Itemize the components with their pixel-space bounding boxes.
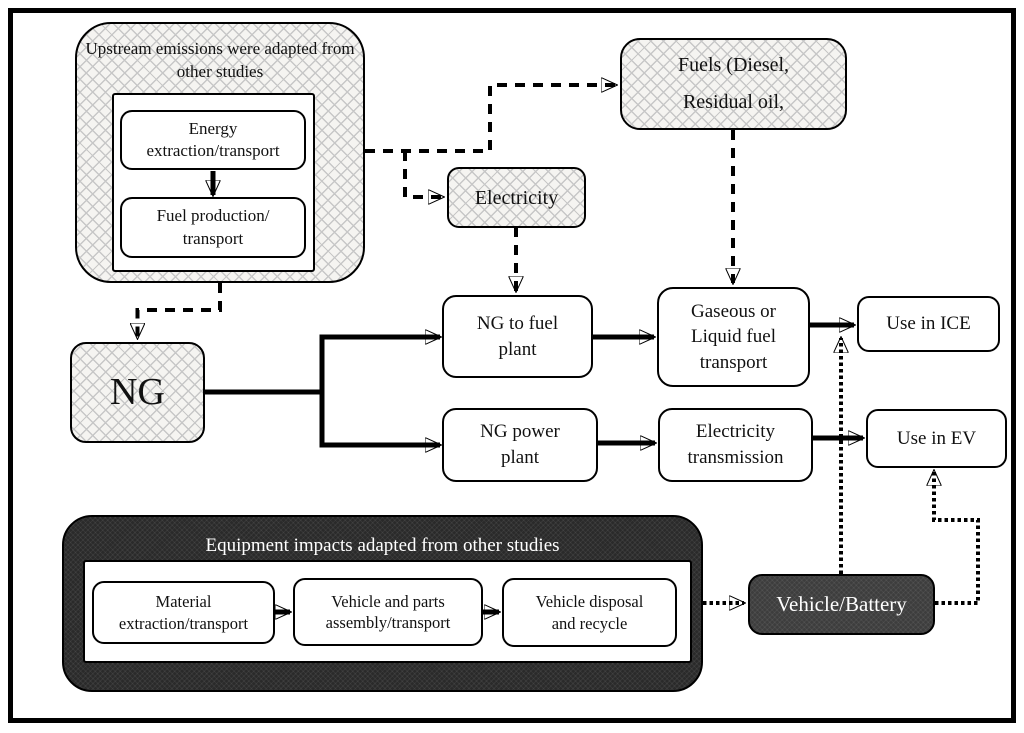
node-label: Electricity	[474, 186, 559, 209]
node-label: Liquid fuel	[691, 326, 776, 348]
node-label: transport	[699, 351, 768, 373]
node-label: Energy	[188, 118, 238, 138]
node-label: plant	[498, 338, 537, 360]
node-energy-extraction: Energy extraction/transport	[120, 110, 306, 170]
node-label: Fuel production/	[156, 206, 270, 226]
node-label: and recycle	[551, 613, 628, 633]
node-label: extraction/transport	[146, 141, 280, 160]
equipment-group-title-text: Equipment impacts adapted from other stu…	[205, 535, 560, 556]
node-label: NG	[110, 370, 165, 413]
node-label: NG to fuel	[476, 312, 559, 334]
node-label: Electricity	[695, 421, 776, 443]
node-label: transmission	[687, 447, 784, 468]
node-vehicle-parts-assembly: Vehicle and parts assembly/transport	[293, 578, 483, 646]
node-use-in-ice: Use in ICE	[857, 296, 1000, 352]
node-gaseous-liquid-fuel-transport: Gaseous or Liquid fuel transport	[657, 287, 810, 387]
node-vehicle-battery: Vehicle/Battery	[748, 574, 935, 635]
equipment-group-title: Equipment impacts adapted from other stu…	[62, 533, 703, 559]
node-electricity-transmission: Electricity transmission	[658, 408, 813, 482]
node-label: Use in ICE	[886, 313, 971, 335]
upstream-group-title: Upstream emissions were adapted from oth…	[75, 38, 365, 84]
node-label: Vehicle/Battery	[776, 591, 907, 616]
node-label: transport	[182, 228, 244, 248]
node-label: Residual oil,	[682, 91, 785, 113]
upstream-group-title-line2: adapted from other studies	[176, 39, 355, 81]
node-fuels: Fuels (Diesel, Residual oil,	[620, 38, 847, 130]
upstream-group-title-line1: Upstream emissions were	[85, 39, 261, 58]
node-label: Material	[155, 592, 212, 612]
node-material-extraction: Material extraction/transport	[92, 581, 275, 644]
node-fuel-production: Fuel production/ transport	[120, 197, 306, 258]
node-ng-to-fuel-plant: NG to fuel plant	[442, 295, 593, 378]
node-use-in-ev: Use in EV	[866, 409, 1007, 468]
node-label: Fuels (Diesel,	[677, 54, 790, 76]
node-label: Gaseous or	[691, 300, 776, 322]
node-label: Vehicle disposal	[535, 592, 644, 612]
node-label: Vehicle and parts	[331, 591, 445, 611]
node-label: NG power	[480, 421, 560, 443]
node-electricity: Electricity	[447, 167, 586, 228]
node-label: plant	[501, 447, 539, 468]
node-label: assembly/transport	[325, 613, 451, 632]
node-label: extraction/transport	[118, 613, 249, 633]
node-ng-power-plant: NG power plant	[442, 408, 598, 482]
outer-border	[8, 8, 1016, 723]
node-ng: NG	[70, 342, 205, 443]
node-label: Use in EV	[896, 427, 977, 449]
node-vehicle-disposal-recycle: Vehicle disposal and recycle	[502, 578, 677, 647]
